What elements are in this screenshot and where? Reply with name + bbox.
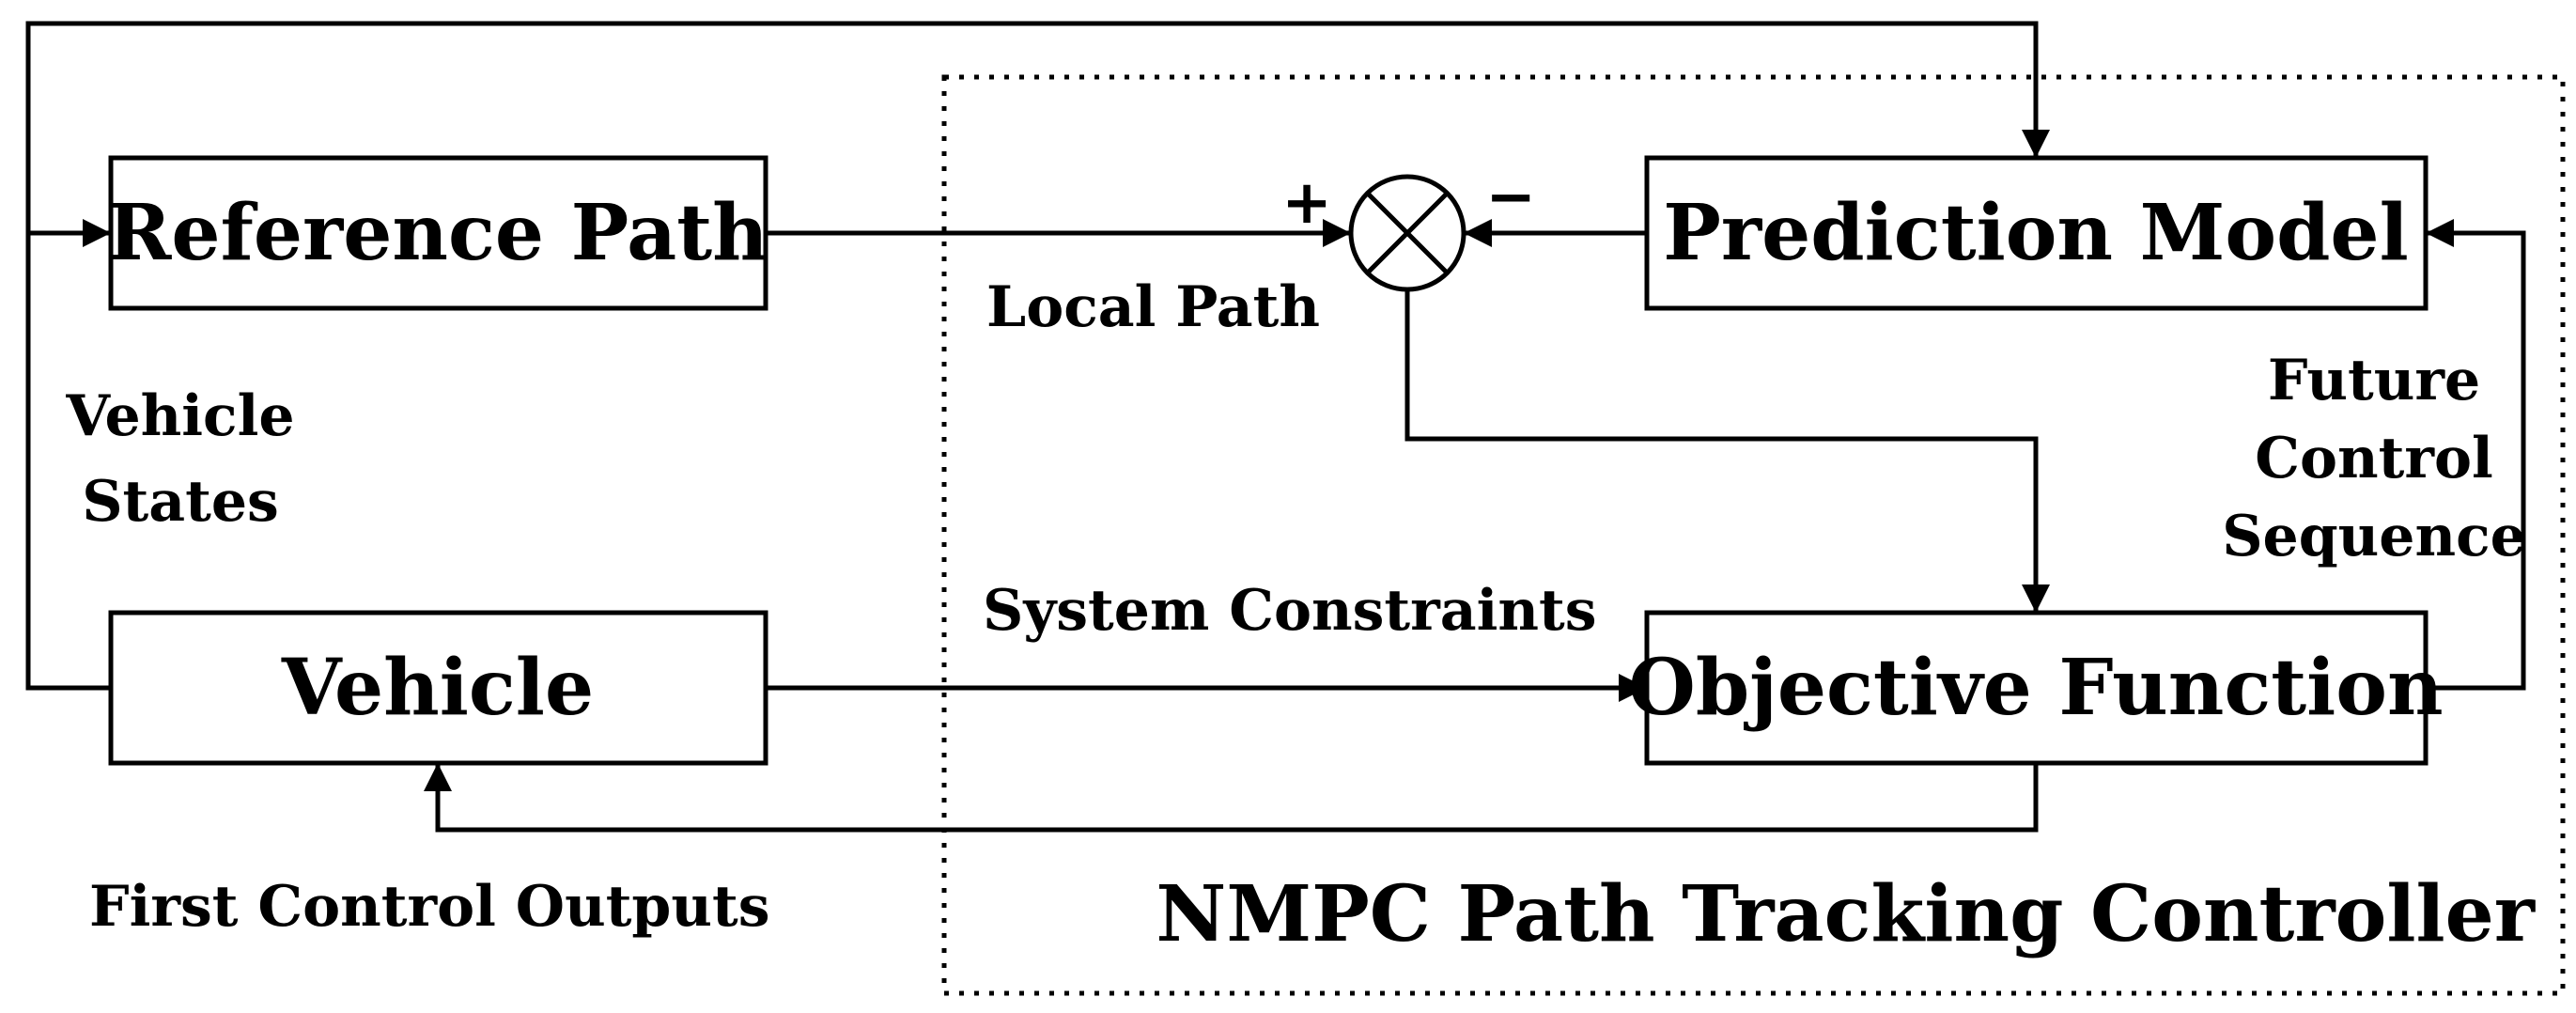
first-control-outputs-label: First Control Outputs (89, 874, 769, 940)
vehicle-block: Vehicle (108, 610, 768, 766)
system-constraints-label: System Constraints (983, 578, 1597, 644)
reference-path-block: Reference Path (107, 155, 768, 311)
plus-sign: + (1281, 168, 1332, 238)
nmpc-controller-label: NMPC Path Tracking Controller (1156, 869, 2536, 959)
error-to-objective-arrow (1404, 289, 2050, 613)
local-path-label: Local Path (986, 274, 1320, 340)
future-control-label-line1: Future (2268, 348, 2480, 413)
prediction-model-label: Prediction Model (1663, 188, 2408, 278)
vehicle-states-label-line1: Vehicle (65, 383, 294, 449)
objective-function-block: Objective Function (1628, 610, 2444, 766)
future-control-label-line3: Sequence (2222, 504, 2526, 569)
nmpc-controller-container (941, 74, 2566, 996)
vehicle-label: Vehicle (281, 643, 594, 733)
minus-sign: − (1485, 163, 1536, 232)
objective-function-label: Objective Function (1628, 643, 2443, 733)
reference-path-label: Reference Path (107, 188, 768, 278)
future-control-label-line2: Control (2255, 426, 2493, 491)
first-control-outputs-arrow (424, 763, 2039, 833)
summing-junction (1348, 174, 1466, 292)
vehicle-states-label-line2: States (82, 469, 279, 535)
prediction-model-block: Prediction Model (1644, 155, 2429, 311)
future-control-arrow (2426, 219, 2526, 691)
vehicle-states-top-feedback (25, 21, 2050, 691)
